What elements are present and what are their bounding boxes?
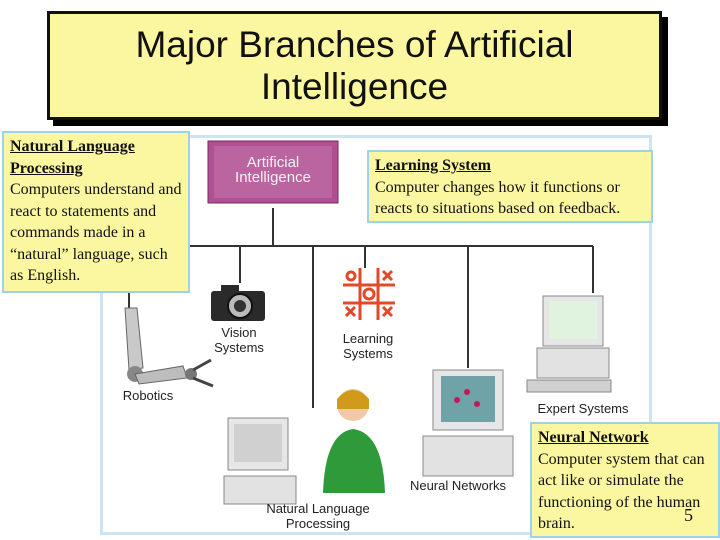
slide-title: Major Branches of Artificial Intelligenc… bbox=[135, 24, 574, 107]
vision-systems-label: Vision Systems bbox=[214, 325, 264, 355]
artificial-intelligence-node bbox=[207, 140, 339, 204]
neural-network-note: Neural Network Computer system that can … bbox=[530, 422, 720, 538]
slide-title-box: Major Branches of Artificial Intelligenc… bbox=[47, 11, 662, 120]
robotic-arm-icon bbox=[124, 307, 214, 388]
robotics-label: Robotics bbox=[122, 388, 174, 403]
nlp-note: Natural Language Processing Computers un… bbox=[2, 131, 190, 293]
nlp-note-heading: Natural Language Processing bbox=[10, 138, 135, 177]
person-with-headset-icon bbox=[323, 389, 385, 493]
neural-networks-label: Neural Networks bbox=[409, 478, 507, 493]
learning-system-note-heading: Learning System bbox=[375, 157, 491, 174]
page-number: 5 bbox=[684, 505, 693, 525]
connector-lines bbox=[128, 208, 594, 408]
learning-system-note: Learning System Computer changes how it … bbox=[367, 150, 653, 223]
tic-tac-toe-icon bbox=[343, 268, 395, 320]
expert-systems-label: Expert Systems bbox=[537, 401, 629, 416]
camera-icon bbox=[211, 285, 265, 321]
diagram-graphics bbox=[124, 140, 612, 505]
nlp-note-body: Computers understand and react to statem… bbox=[10, 181, 182, 284]
computer-icon bbox=[223, 417, 297, 505]
neural-network-note-body: Computer system that can act like or sim… bbox=[538, 450, 705, 533]
nlp-label: Natural Language Processing bbox=[266, 501, 370, 531]
learning-systems-label: Learning Systems bbox=[342, 331, 394, 361]
computer-icon bbox=[526, 295, 612, 393]
ai-node-label: Artificial Intelligence bbox=[235, 154, 311, 186]
computer-icon bbox=[422, 369, 514, 477]
learning-system-note-body: Computer changes how it functions or rea… bbox=[375, 178, 621, 218]
neural-network-note-heading: Neural Network bbox=[538, 429, 649, 446]
